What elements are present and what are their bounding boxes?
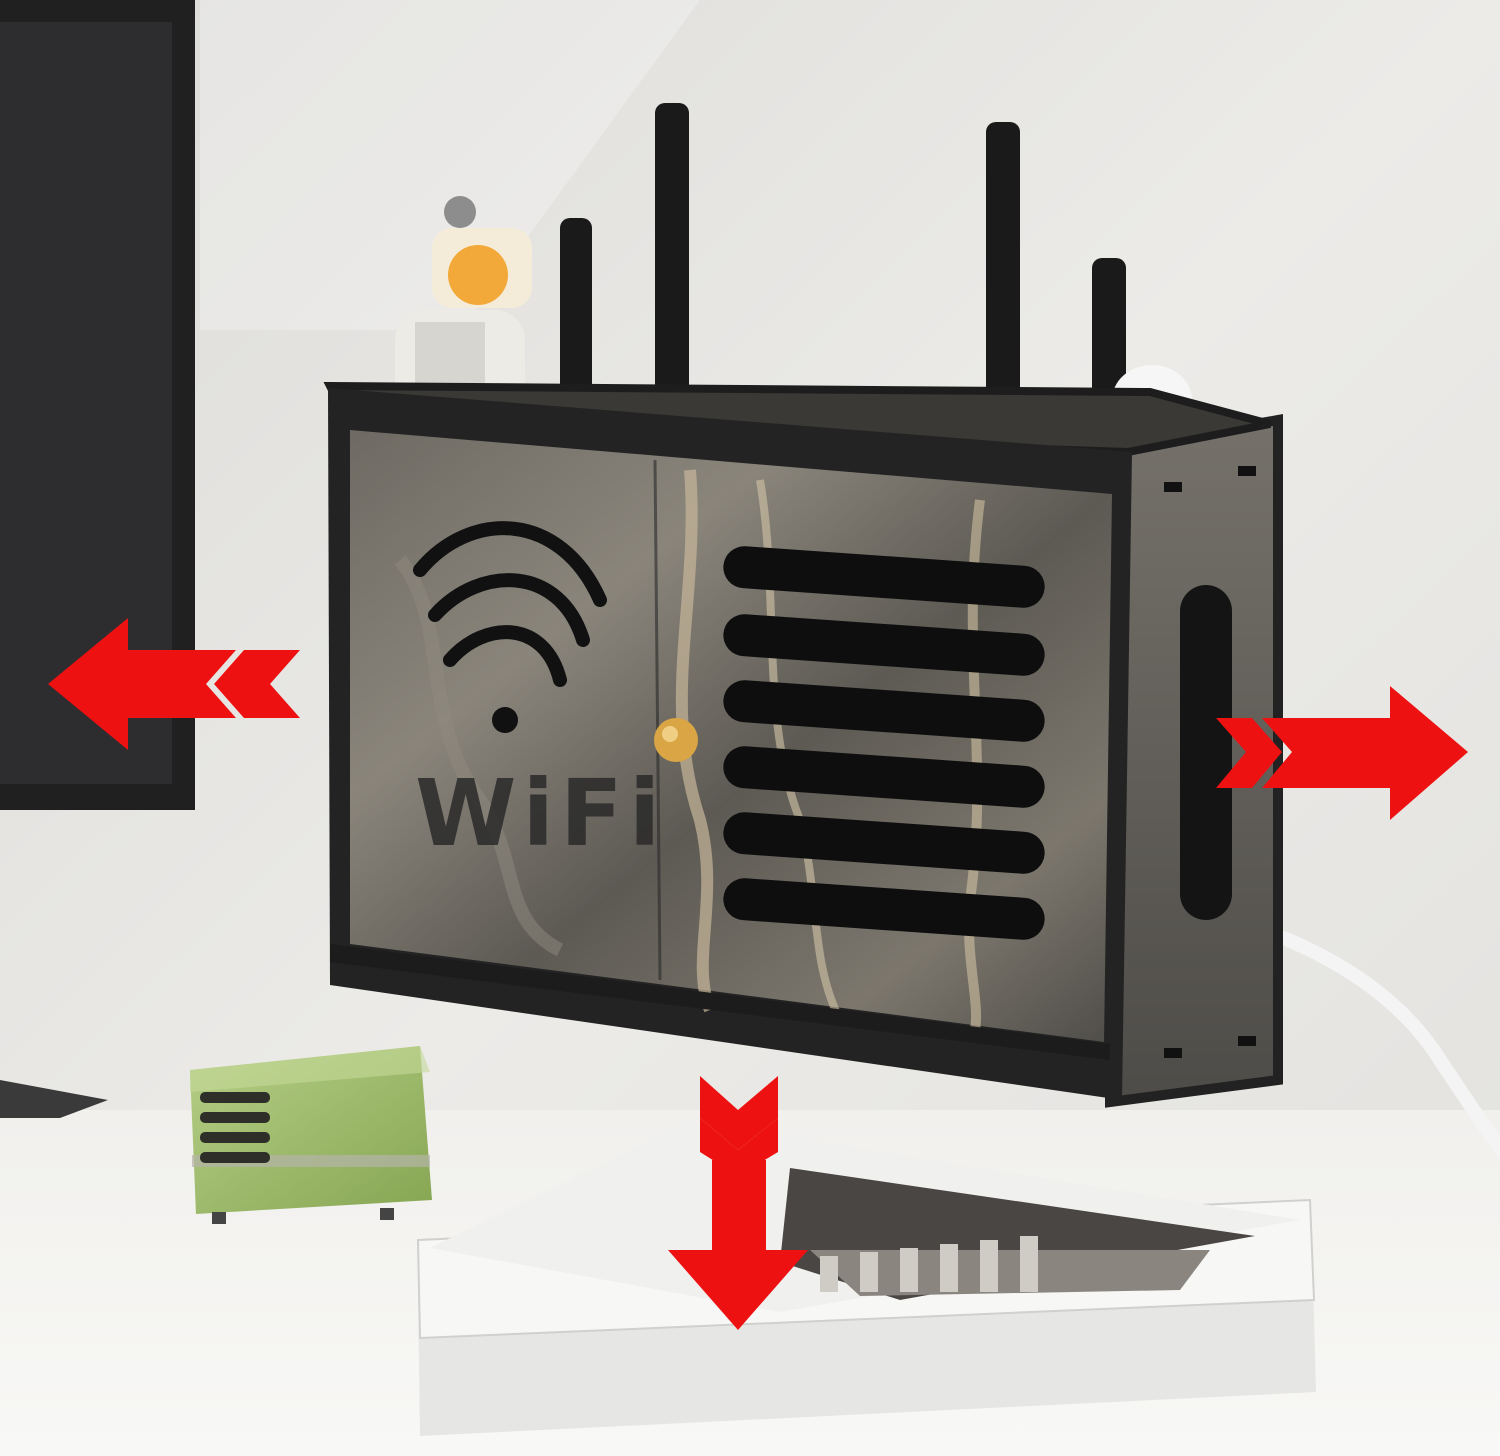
arrow-down-icon [668,1076,808,1330]
door-knob [654,718,698,762]
vent-slots [723,546,1045,940]
green-radio [190,1046,432,1224]
arrow-left-icon [48,618,300,750]
box-label: WiFi [415,760,666,867]
wifi-signal-icon [413,521,607,687]
wall-shadow [200,0,700,330]
arrow-right-icon [1216,686,1468,820]
router-storage-box: WiFi [323,381,1283,1108]
wifi-dot-icon [492,707,518,733]
magazine-stack [416,1120,1316,1436]
